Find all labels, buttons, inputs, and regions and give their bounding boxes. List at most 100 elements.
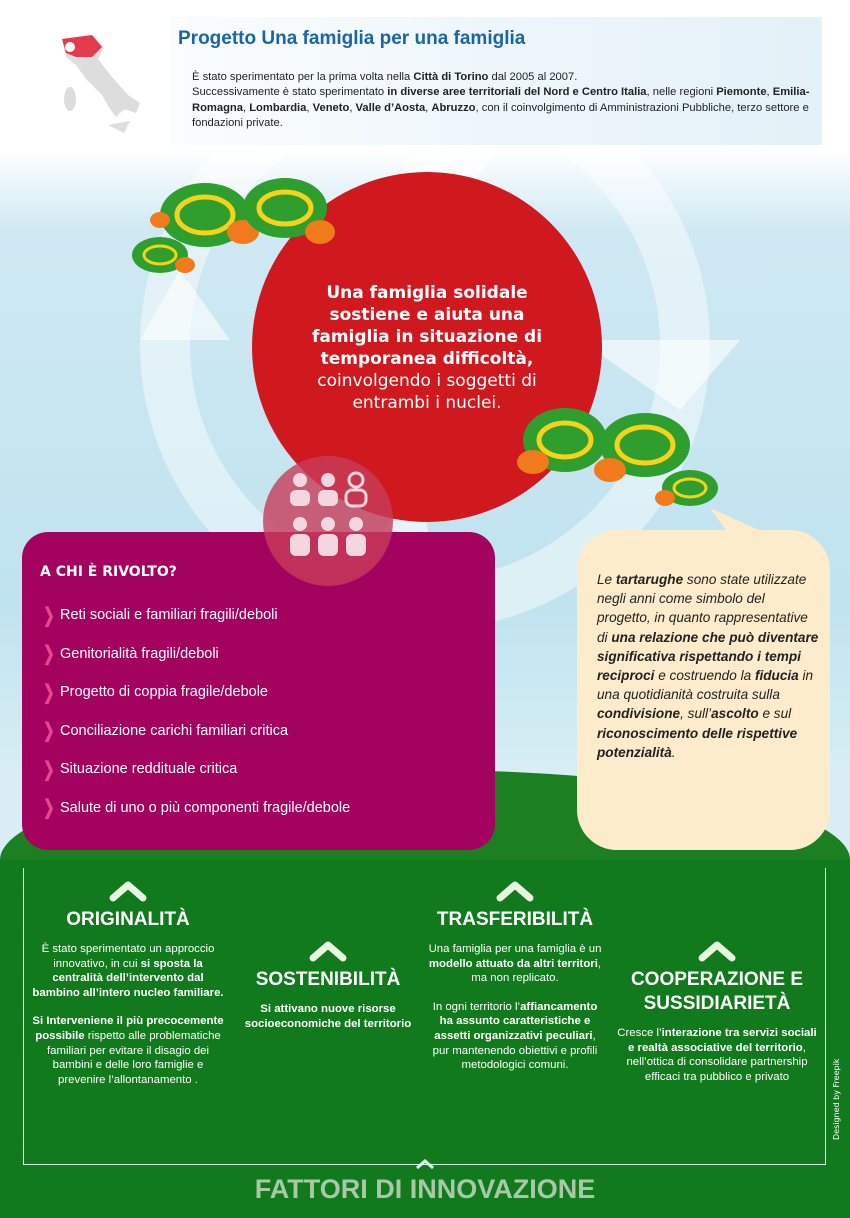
text-run: e costruendo la [654,668,755,684]
bold-text-run: Valle d’Aosta [355,101,426,114]
factor-transferability: TRASFERIBILITÀ Una famiglia per una fami… [425,880,605,1087]
bold-text-run: Si Interveniene il più precocemente poss… [32,1015,224,1042]
text-run: sono state utilizzate negli anni come si… [597,572,808,645]
target-title: A CHI È RIVOLTO? [40,564,177,580]
list-item-label: Situazione reddituale critica [60,761,238,778]
header-panel: Progetto Una famiglia per una famiglia È… [32,17,822,145]
text-run: In ogni territorio l’ [432,1000,521,1013]
bold-text-run: Abruzzo [431,101,476,114]
list-item-label: Conciliazione carichi familiari critica [60,722,289,739]
bold-text-run: Lombardia [249,101,307,114]
bold-text-run: fiducia [754,668,799,684]
page-title: Progetto Una famiglia per una famiglia [178,28,526,49]
footer-title: FATTORI DI INNOVAZIONE [254,1174,596,1204]
text-run: Successivamente è stato sperimentato [192,86,388,99]
bold-text-run: in diverse aree territoriali del Nord e … [387,86,647,99]
bold-text-run: affiancamento ha assunto caratteristiche… [434,1000,598,1042]
text-run: coinvolgendo i soggetti di entrambi i nu… [317,371,537,413]
factor-title: ORIGINALITÀ [66,909,190,930]
chevron-up-icon [309,941,347,962]
factor-title: COOPERAZIONE E SUSSIDIARIETÀ [630,969,804,1014]
factor-paragraph: In ogni territorio l’affiancamento ha as… [425,1000,605,1073]
bold-text-run: Emilia-Romagna [192,86,810,114]
list-item: ❯Salute di uno o più componenti fragile/… [40,789,350,828]
bold-text-run: una relazione che può diventare signific… [597,629,819,684]
text-run: , sull’ [680,706,712,722]
central-message: Una famiglia solidale sostiene e aiuta u… [292,282,562,414]
text-run: , pur mantenendo obiettivi e profili met… [432,1029,598,1072]
factor-sustainability: SOSTENIBILITÀ Si attivano nuove risorse … [228,940,428,1045]
factor-text: Si attivano nuove risorse socioeconomich… [228,1002,428,1031]
text-run: e sul [758,706,792,722]
turtles-explanation-text: Le tartarughe sono state utilizzate negl… [597,570,819,762]
text-run: , [766,86,773,99]
arrow-icon [140,270,230,340]
factor-text: Una famiglia per una famiglia è un model… [425,942,605,1073]
text-run: È stato sperimentato per la prima volta … [192,71,414,83]
intro-text: È stato sperimentato per la prima volta … [192,70,812,132]
target-panel: A CHI È RIVOLTO? ❯ Reti sociali e familia… [22,532,495,850]
list-item: ❯ Situazione reddituale critica [40,750,350,789]
bold-text-run: Città di Torino [413,71,489,83]
factor-paragraph: Cresce l’interazione tra servizi sociali… [617,1026,817,1084]
target-list: ❯ Reti sociali e familiari fragili/deboli… [40,596,350,827]
chevron-right-icon: ❯ [43,604,55,627]
factor-paragraph: Una famiglia per una famiglia è un model… [425,942,605,986]
people-icon [263,456,393,586]
turtles-explanation-bubble: Le tartarughe sono state utilizzate negl… [577,530,830,850]
text-run: È stato sperimentato un approccio innova… [41,943,215,970]
list-item-label: Reti sociali e familiari fragili/deboli [60,607,278,624]
turtles-icon [132,178,335,273]
text-run: . [671,744,676,760]
chevron-up-icon [496,881,534,902]
factors-frame [23,868,826,1165]
list-item: ❯ Genitorialità fragili/deboli [40,635,350,674]
italy-map-icon [32,17,170,145]
chevron-up-icon [698,941,736,962]
text-run: , nell’ottica di consolidare partnership… [626,1041,808,1083]
list-item: ❯Conciliazione carichi familiari critica [40,712,350,751]
factor-cooperation: COOPERAZIONE E SUSSIDIARIETÀ Cresce l’in… [617,940,817,1098]
ground-background [0,860,850,1218]
text-run: , [349,101,356,114]
list-item-label: Genitorialità fragili/deboli [60,645,219,662]
factor-title: TRASFERIBILITÀ [436,909,594,930]
factor-originality: ORIGINALITÀ È stato sperimentato un appr… [28,880,228,1101]
text-run: dal 2005 al 2007. [488,71,578,83]
list-item: ❯ Reti sociali e familiari fragili/deboli [40,596,350,635]
text-run: Le [597,572,616,587]
list-item-label: Progetto di coppia fragile/debole [60,684,268,701]
arrow-icon [580,340,740,410]
list-item: ❯ Progetto di coppia fragile/debole [40,673,350,712]
bold-text-run: Si attivano nuove risorse socioeconomich… [244,1003,412,1030]
text-run: , nelle regioni [646,86,717,99]
bold-text-run: Piemonte [716,86,767,99]
chevron-up-icon [109,881,147,902]
text-run: , ma non replicato. [471,957,602,985]
text-run: , [242,101,250,114]
text-run: , [425,101,432,114]
chevron-right-icon: ❯ [43,643,55,666]
bold-text-run: tartarughe [615,572,684,587]
bold-text-run: Veneto [312,101,350,114]
text-run: , [306,101,313,114]
bold-text-run: si sposta la centralità dell’intervento … [32,957,224,999]
chevron-up-icon [416,1159,434,1170]
text-run: , con il coinvolgimento di Amministrazio… [192,101,809,130]
factor-text: Cresce l’interazione tra servizi sociali… [617,1026,817,1084]
bold-text-run: ascolto [711,706,759,722]
bold-text-run: Una famiglia solidale sostiene e aiuta u… [311,283,543,369]
bold-text-run: condivisione [597,706,681,722]
chevron-right-icon: ❯ [43,681,55,704]
factor-title: SOSTENIBILITÀ [255,969,401,990]
chevron-right-icon: ❯ [43,797,55,820]
factor-paragraph: Si Interveniene il più precocemente poss… [28,1014,228,1087]
credit-text: Designed by Freepik [832,1058,841,1140]
text-run: in una quotidianità costruita sulla [597,668,814,703]
factor-paragraph: È stato sperimentato un approccio innova… [28,942,228,1000]
chevron-right-icon: ❯ [43,758,55,781]
factor-paragraph: Si attivano nuove risorse socioeconomich… [228,1002,428,1031]
text-run: Cresce l’ [617,1027,662,1039]
text-run: rispetto alle problematiche familiari pe… [46,1029,221,1086]
bold-text-run: riconoscimento delle rispettive potenzia… [597,725,798,760]
